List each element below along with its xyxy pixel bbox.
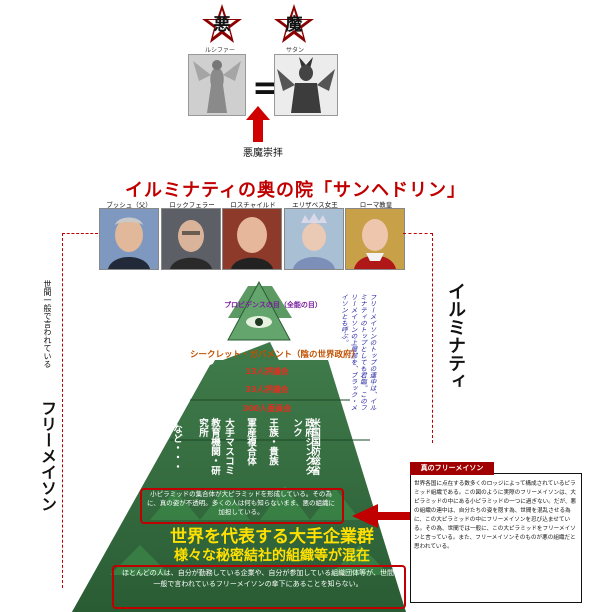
right-bracket-line	[432, 233, 433, 443]
baphomet-image	[274, 54, 338, 116]
secret-government-label: シークレット・ガバメント（陰の世界政府）	[189, 350, 360, 360]
freemason-left-label: フリーメイソン	[38, 400, 57, 512]
council-33: 33人評議会	[245, 385, 289, 394]
portrait-name-rockefeller: ロックフェラー	[169, 201, 215, 209]
bottom-note-box	[112, 565, 406, 609]
council-13: 13人評議会	[245, 367, 289, 376]
column-defense: 米国国防総省	[309, 418, 320, 475]
column-think-tank: 政府シンクタンク	[291, 418, 314, 475]
bottom-note: ほとんどの人は、自分が勤務している企業や、自分が参加している組織団体等が、世間一…	[121, 569, 395, 588]
portrait-bush	[99, 208, 159, 270]
left-bracket-top	[62, 233, 98, 234]
devil-worship-label: 悪魔崇拝	[243, 148, 283, 159]
column-military-industrial: 軍産複合体	[245, 418, 256, 466]
portrait-name-queen: エリザベス女王	[292, 201, 338, 209]
column-education: 教育機関・研究所	[197, 418, 220, 475]
secret-societies-label: 様々な秘密結社的組織等が混在	[174, 548, 370, 564]
lucifer-label: ルシファー	[204, 47, 235, 54]
right-bracket-top	[403, 233, 433, 234]
small-pyramid-note-box	[140, 488, 344, 524]
portrait-name-pope: ローマ教皇	[359, 201, 393, 209]
small-pyramid-note: 小ピラミッドの集合体が大ピラミッドを形成している。その為に、真の姿が不透明。多く…	[146, 490, 336, 516]
pentagram-right-icon: 魔	[272, 2, 316, 46]
illuminati-right-label: イルミナティ	[445, 282, 466, 390]
portrait-pope	[345, 208, 405, 270]
column-mass-media: 大手マスコミ	[223, 418, 234, 475]
black-mason-note: フリーメイソンのトップの連中は、イルミナティのトップとしても君臨。このフリーメイ…	[339, 294, 377, 411]
left-bracket-line	[62, 233, 63, 588]
portrait-rothschild	[222, 208, 282, 270]
left-small-label: 世間一般で言われている	[43, 280, 52, 368]
satan-label: サタン	[285, 47, 304, 54]
lucifer-image	[188, 54, 246, 116]
column-royalty: 王族・貴族	[267, 418, 278, 466]
eye-of-providence-label: プロビデンスの目（全能の目）	[224, 301, 322, 309]
star-left-char: 悪	[213, 15, 231, 35]
true-freemason-title: 真のフリーメイソン	[410, 462, 494, 475]
true-freemason-text: 世界各国に点在する数多くのロッジによって構成されているピラミッド組織である。この…	[414, 481, 577, 550]
true-freemason-box	[410, 473, 582, 603]
column-etc: など・・・	[171, 424, 182, 472]
big-corporations-label: 世界を代表する大手企業群	[170, 527, 374, 547]
up-arrow-icon	[246, 106, 270, 142]
star-right-char: 魔	[285, 15, 303, 35]
inner-sanctum-title: イルミナティの奥の院「サンヘドリン」	[125, 180, 466, 201]
portrait-queen	[284, 208, 344, 270]
portrait-name-bush: ブッシュ（父）	[106, 201, 152, 209]
pentagram-left-icon: 悪	[200, 2, 244, 46]
council-300: 300人委員会	[242, 404, 292, 413]
portrait-name-rothschild: ロスチャイルド	[230, 201, 276, 209]
portrait-rockefeller	[161, 208, 221, 270]
